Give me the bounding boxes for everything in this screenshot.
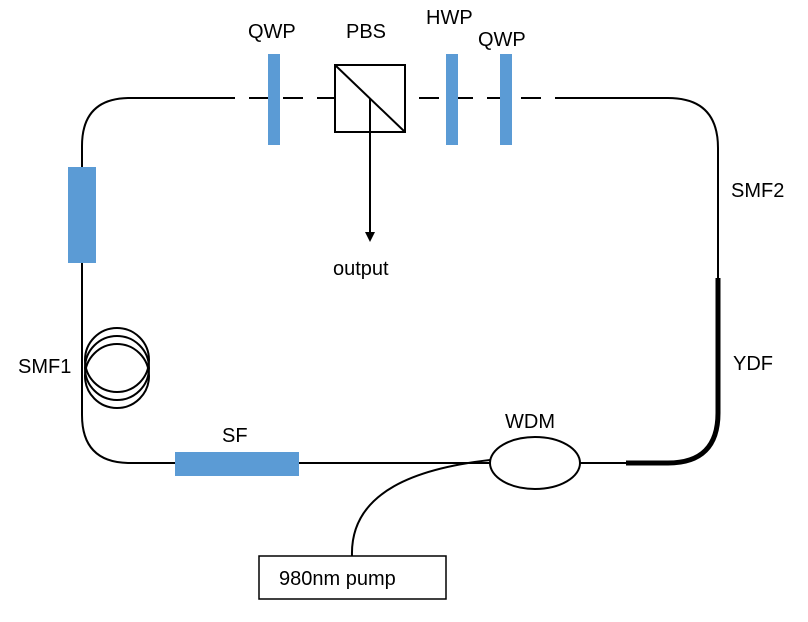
smf2-label: SMF2 (731, 180, 784, 202)
qwp-left-waveplate (268, 54, 280, 145)
qwp-right-label: QWP (478, 29, 526, 51)
hwp-waveplate (446, 54, 458, 145)
wdm-label: WDM (505, 411, 555, 433)
sf-label: SF (222, 425, 248, 447)
ydf-fiber (626, 278, 721, 466)
pump-label: 980nm pump (279, 568, 396, 590)
pump-box (258, 555, 447, 600)
fiber-ring-solid (81, 97, 719, 464)
left-component (68, 167, 96, 263)
smf1-coil (84, 327, 150, 409)
pump-fiber (350, 459, 491, 557)
sf-component (175, 452, 299, 476)
wdm-coupler (489, 436, 581, 490)
ydf-label: YDF (733, 353, 773, 375)
qwp-left-label: QWP (248, 21, 296, 43)
smf1-label: SMF1 (18, 356, 71, 378)
pbs-label: PBS (346, 21, 386, 43)
hwp-label: HWP (426, 7, 473, 29)
qwp-right-waveplate (500, 54, 512, 145)
output-label: output (333, 258, 389, 280)
